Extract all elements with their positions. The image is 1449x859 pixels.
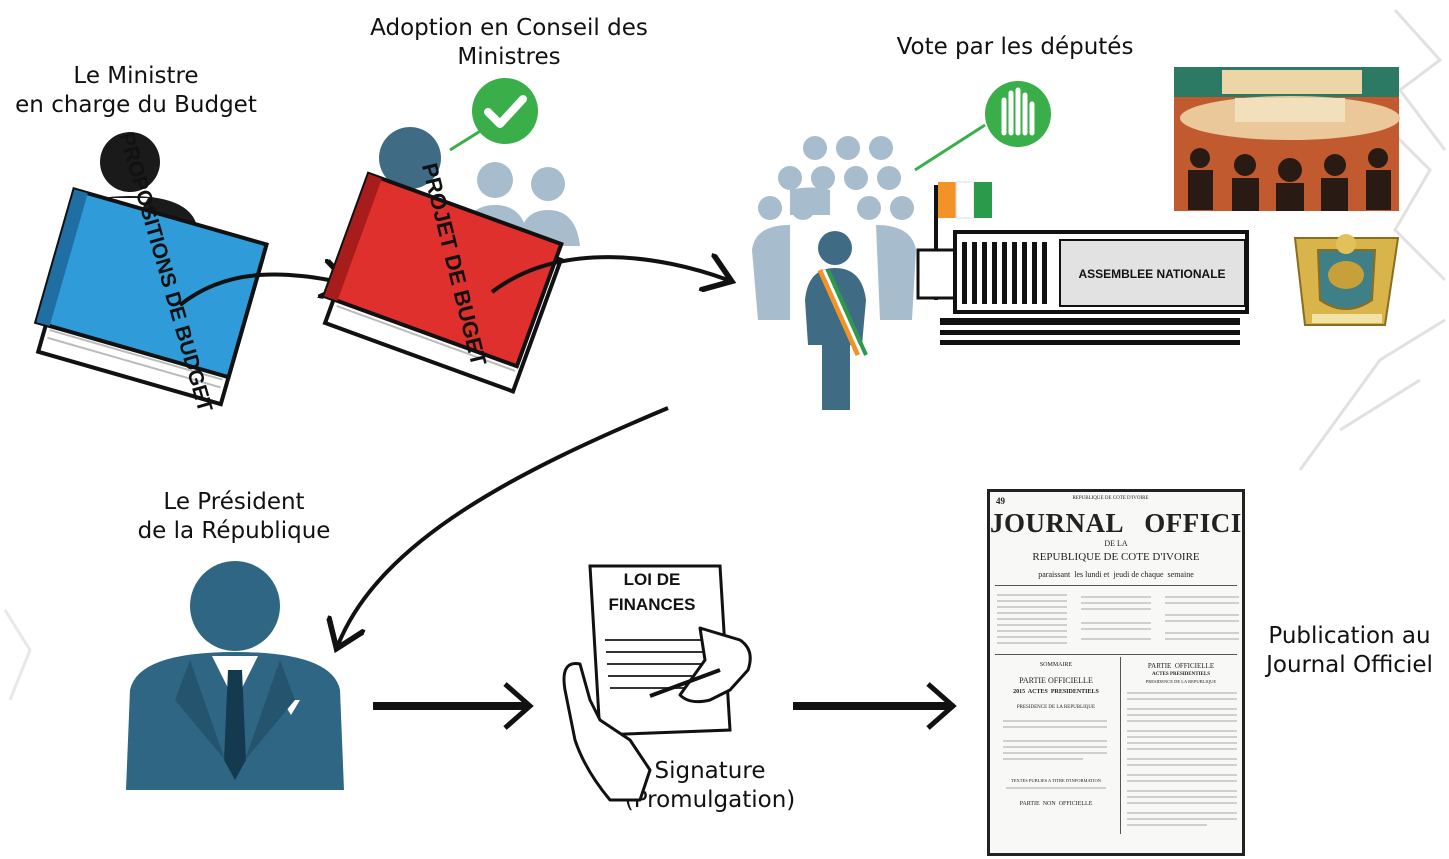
journal-officiel-document: 49 REPUBLIQUE DE COTE D'IVOIRE JOURNAL O… (987, 489, 1245, 856)
ivory-coast-flag (934, 181, 992, 300)
signature-label: Signature (Promulgation) (590, 757, 830, 815)
signature-label-line2: (Promulgation) (624, 787, 796, 813)
budget-proposals-book: PROPOSITIONS DE BUDGET (33, 130, 270, 415)
publication-label-line1: Publication au (1268, 623, 1431, 649)
decorative-sketch-right (1298, 8, 1447, 471)
journal-right-column: PARTIE OFFICIELLE ACTES PRESIDENTIELS PR… (1121, 657, 1237, 834)
president-figure (126, 561, 344, 790)
journal-partie-officielle: PARTIE OFFICIELLE (1019, 676, 1093, 685)
arrow-vote-to-president (338, 406, 669, 645)
journal-frequency: paraissant les lundi et jeudi de chaque … (1038, 570, 1194, 579)
journal-right-presidence: PRESIDENCE DE LA REPUBLIQUE (1145, 679, 1217, 684)
journal-sommaire: SOMMAIRE (1039, 662, 1073, 668)
journal-actes: 2015 ACTES PRESIDENTIELS (1013, 689, 1099, 695)
minister-label: Le Ministre en charge du Budget (0, 62, 272, 120)
journal-non-officielle: PARTIE NON OFFICIELLE (1019, 801, 1093, 807)
minister-label-line2: en charge du Budget (15, 92, 257, 118)
publication-label: Publication au Journal Officiel (1250, 622, 1449, 680)
decorative-sketch-left (3, 609, 32, 701)
check-icon (472, 78, 538, 144)
president-label: Le Président de la République (118, 488, 350, 546)
journal-header-center: REPUBLIQUE DE COTE D'IVOIRE (1072, 496, 1149, 501)
council-label-line1: Adoption en Conseil des (370, 15, 648, 41)
journal-right-partie: PARTIE OFFICIELLE (1147, 662, 1215, 670)
national-assembly-sign: ASSEMBLEE NATIONALE (1078, 267, 1225, 281)
arrow-minister-to-council (178, 274, 345, 307)
finance-law-title-line2: FINANCES (609, 595, 696, 614)
vote-label: Vote par les députés (870, 33, 1160, 62)
vote-label-text: Vote par les députés (896, 34, 1134, 60)
journal-header-row: 49 REPUBLIQUE DE COTE D'IVOIRE (990, 492, 1242, 506)
finance-law-title-line1: LOI DE (624, 570, 681, 589)
journal-republic: REPUBLIQUE DE COTE D'IVOIRE (1032, 551, 1200, 563)
assembly-chamber-photo (1174, 67, 1400, 211)
president-label-line1: Le Président (163, 489, 305, 515)
arrow-council-to-vote (490, 257, 728, 294)
journal-issue-number: 49 (996, 496, 1005, 506)
council-label: Adoption en Conseil des Ministres (348, 14, 670, 72)
deputies-group (752, 136, 916, 320)
coat-of-arms-emblem (1293, 234, 1400, 326)
signature-label-line1: Signature (654, 758, 766, 784)
budget-project-book: PROJET DE BUGET (321, 161, 564, 394)
journal-right-actes: ACTES PRESIDENTIELS (1152, 672, 1210, 677)
journal-textes: TEXTES PUBLIES A TITRE D'INFORMATION (1011, 778, 1101, 783)
raised-hands-icon (985, 81, 1051, 147)
journal-rates-table (995, 588, 1239, 655)
deputy-main-figure (805, 231, 868, 410)
national-assembly-building: ASSEMBLEE NATIONALE (916, 230, 1249, 345)
council-label-line2: Ministres (457, 44, 561, 70)
journal-de-la: DE LA (1104, 539, 1128, 548)
journal-presidence: PRESIDENCE DE LA REPUBLIQUE (1016, 705, 1096, 710)
journal-title: JOURNAL OFFICIEL (990, 508, 1242, 538)
publication-label-line2: Journal Officiel (1266, 652, 1433, 678)
president-label-line2: de la République (137, 518, 331, 544)
journal-left-column: SOMMAIRE PARTIE OFFICIELLE 2015 ACTES PR… (995, 657, 1121, 834)
vote-hand-connector (914, 123, 986, 172)
signing-hands-illustration (562, 626, 752, 802)
minister-label-line1: Le Ministre (73, 63, 199, 89)
